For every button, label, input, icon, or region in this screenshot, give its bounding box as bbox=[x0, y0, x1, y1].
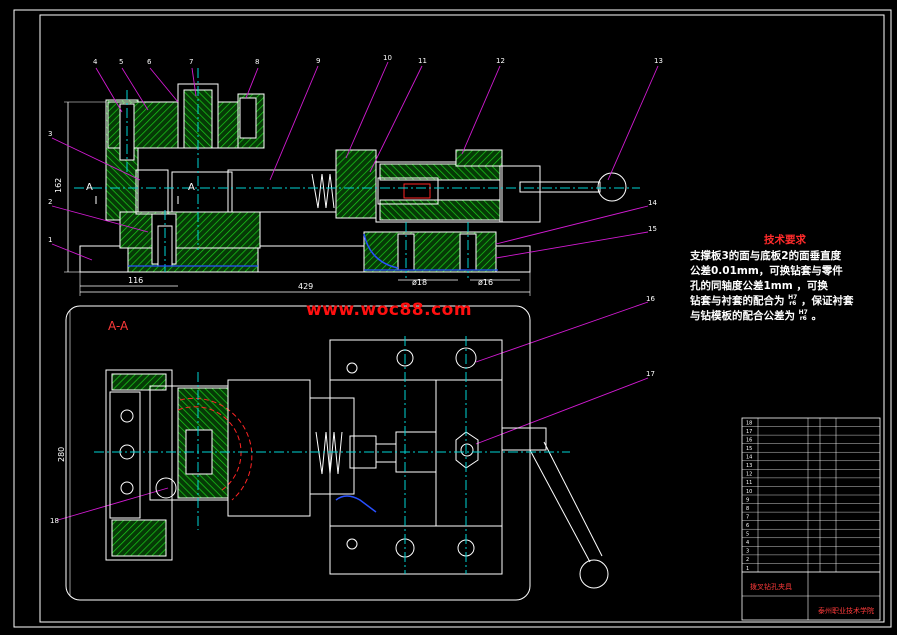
leader-lines bbox=[51, 61, 659, 521]
callout-6: 6 bbox=[147, 58, 152, 66]
frac1-top: H7 bbox=[788, 294, 798, 301]
callout-1: 1 bbox=[48, 236, 52, 244]
watermark: www.woc88.com bbox=[306, 300, 473, 320]
frac1-bot: r6 bbox=[789, 300, 797, 307]
base-outline bbox=[65, 305, 531, 601]
drawing-name: 拨叉钻孔夹具 bbox=[750, 582, 792, 591]
frac2-top: H7 bbox=[798, 309, 808, 316]
front-view bbox=[74, 68, 640, 278]
front-dimensions: 162 116 429 ø18 ø16 A A bbox=[54, 101, 531, 296]
knob bbox=[597, 172, 627, 202]
section-title: A-A bbox=[108, 319, 129, 333]
parts-row-number: 10 bbox=[746, 489, 752, 495]
tech-line-1: 支撑板3的面与底板2的面垂直度 bbox=[690, 250, 842, 262]
parts-row-number: 13 bbox=[746, 463, 752, 469]
tech-line-4: 钻套与衬套的配合为 H7 r6 ，保证衬套 bbox=[690, 294, 880, 309]
parts-row-number: 3 bbox=[746, 549, 749, 555]
callout-9: 9 bbox=[316, 57, 320, 65]
parts-row-number: 18 bbox=[746, 420, 752, 426]
callout-12: 12 bbox=[496, 57, 505, 65]
fit-fraction-2: H7 r6 bbox=[799, 310, 808, 322]
section-marker-right: A bbox=[188, 182, 195, 193]
parts-row-number: 5 bbox=[746, 532, 749, 538]
parts-row-number: 11 bbox=[746, 480, 752, 486]
clamp-body-plan bbox=[329, 339, 503, 575]
callout-13: 13 bbox=[654, 57, 663, 65]
school-name: 泰州职业技术学院 bbox=[818, 606, 874, 615]
parts-row-number: 7 bbox=[746, 514, 749, 520]
dim-fit-16: ø16 bbox=[478, 278, 493, 287]
callout-11: 11 bbox=[418, 57, 427, 65]
dim-height-162: 162 bbox=[54, 178, 63, 193]
fit-fraction-1: H7 r6 bbox=[788, 295, 797, 307]
tech-line-4b: ，保证衬套 bbox=[801, 295, 854, 307]
slider-rod bbox=[227, 169, 341, 213]
title-block: 18 17 16 15 14 13 12 11 10 9 8 7 6 5 4 3 2 1 拨叉钻孔夹具 泰州职业技… bbox=[741, 417, 881, 621]
callout-5: 5 bbox=[119, 58, 123, 66]
parts-row-number: 8 bbox=[746, 506, 749, 512]
parts-row-number: 9 bbox=[746, 497, 749, 503]
parts-row-number: 15 bbox=[746, 446, 752, 452]
callout-16: 16 bbox=[646, 295, 655, 303]
section-marker-left: A bbox=[86, 182, 93, 193]
tech-line-5a: 与钻模板的配合公差为 bbox=[690, 310, 795, 322]
tech-line-2: 公差0.01mm，可换钻套与零件 bbox=[690, 265, 843, 277]
frac2-bot: r6 bbox=[799, 315, 807, 322]
callout-18: 18 bbox=[50, 517, 59, 525]
clamp-body bbox=[375, 161, 503, 223]
spring bbox=[311, 173, 335, 209]
parts-row-number: 14 bbox=[746, 455, 752, 461]
tech-line-5: 与钻模板的配合公差为 H7 r6 。 bbox=[690, 309, 880, 324]
tech-line-4a: 钻套与衬套的配合为 bbox=[690, 295, 785, 307]
dim-length-116: 116 bbox=[128, 276, 143, 285]
tech-line-5b: 。 bbox=[811, 310, 823, 322]
callout-8: 8 bbox=[255, 58, 259, 66]
dim-fit-18: ø18 bbox=[412, 278, 427, 287]
callouts: 4 5 6 7 8 9 10 11 12 13 3 2 1 14 15 16 1… bbox=[48, 54, 663, 525]
parts-row-number: 4 bbox=[746, 540, 749, 546]
callout-2: 2 bbox=[48, 198, 52, 206]
parts-row-number: 17 bbox=[746, 429, 752, 435]
parts-row-number: 1 bbox=[746, 566, 749, 572]
callout-3: 3 bbox=[48, 130, 52, 138]
callout-4: 4 bbox=[93, 58, 98, 66]
base-plate bbox=[79, 245, 531, 273]
dim-length-429: 429 bbox=[298, 282, 313, 291]
handle bbox=[519, 181, 601, 193]
parts-row-number: 6 bbox=[746, 523, 749, 529]
tech-title: 技术要求 bbox=[764, 234, 806, 246]
section-view: A-A bbox=[57, 305, 609, 601]
handle-knob-plan bbox=[579, 559, 609, 589]
parts-row-number: 12 bbox=[746, 472, 752, 478]
inner-frame bbox=[39, 14, 885, 623]
callout-7: 7 bbox=[189, 58, 193, 66]
callout-14: 14 bbox=[648, 199, 657, 207]
parts-row-number: 2 bbox=[746, 557, 749, 563]
technical-requirements: 技术要求 支撑板3的面与底板2的面垂直度 公差0.01mm，可换钻套与零件 孔的… bbox=[690, 233, 880, 324]
callout-15: 15 bbox=[648, 225, 657, 233]
parts-row-number: 16 bbox=[746, 437, 752, 443]
outer-frame bbox=[13, 9, 892, 628]
callout-10: 10 bbox=[383, 54, 392, 62]
tech-line-3: 孔的同轴度公差1mm ，可换 bbox=[690, 280, 828, 292]
callout-17: 17 bbox=[646, 370, 655, 378]
dim-height-280: 280 bbox=[57, 447, 66, 462]
